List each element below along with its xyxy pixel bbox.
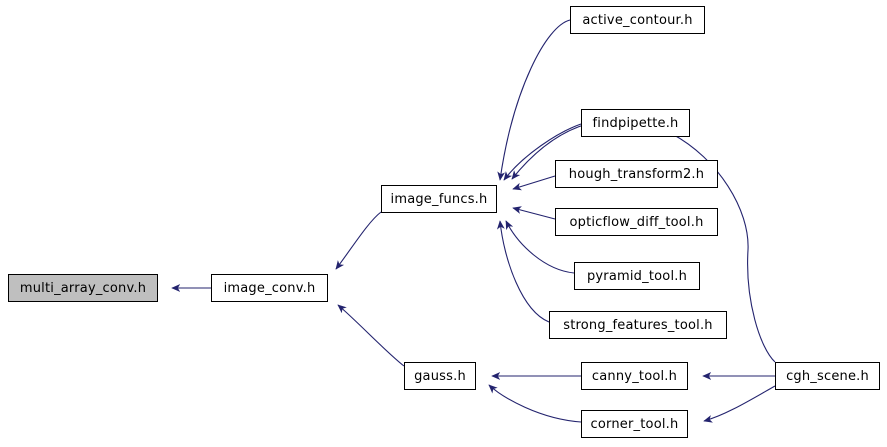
- graph-node-label: multi_array_conv.h: [19, 280, 147, 296]
- graph-node-findpipette[interactable]: findpipette.h: [581, 109, 690, 137]
- graph-edge-pyramid_tool-to-image_funcs: [505, 220, 575, 274]
- graph-node-image_conv[interactable]: image_conv.h: [211, 274, 328, 302]
- graph-node-multi_array_conv[interactable]: multi_array_conv.h: [8, 274, 158, 302]
- graph-node-gauss[interactable]: gauss.h: [404, 362, 476, 390]
- graph-node-pyramid_tool[interactable]: pyramid_tool.h: [574, 262, 700, 290]
- graph-node-label: pyramid_tool.h: [586, 268, 688, 284]
- graph-node-opticflow_diff_tool[interactable]: opticflow_diff_tool.h: [555, 208, 718, 236]
- graph-node-label: corner_tool.h: [590, 416, 679, 432]
- graph-node-label: cgh_scene.h: [786, 368, 869, 384]
- graph-node-active_contour[interactable]: active_contour.h: [570, 6, 705, 34]
- graph-edge-corner_tool-to-gauss: [488, 384, 582, 423]
- graph-node-image_funcs[interactable]: image_funcs.h: [381, 185, 497, 213]
- graph-edge-gauss-to-image_conv: [337, 304, 405, 367]
- graph-node-label: image_conv.h: [223, 280, 316, 296]
- graph-node-canny_tool[interactable]: canny_tool.h: [581, 362, 688, 390]
- graph-node-label: image_funcs.h: [390, 191, 488, 207]
- graph-node-label: opticflow_diff_tool.h: [569, 214, 704, 230]
- graph-node-label: active_contour.h: [582, 12, 693, 28]
- graph-node-corner_tool[interactable]: corner_tool.h: [581, 410, 688, 438]
- graph-node-strong_features_tool[interactable]: strong_features_tool.h: [549, 311, 727, 339]
- graph-node-label: findpipette.h: [592, 115, 679, 131]
- graph-edge-findpipette-to-image_funcs: [503, 123, 582, 181]
- graph-node-label: hough_transform2.h: [568, 166, 705, 182]
- graph-edge-active_contour-to-image_funcs: [497, 19, 571, 181]
- graph-node-label: canny_tool.h: [591, 368, 678, 384]
- graph-node-label: strong_features_tool.h: [563, 317, 713, 333]
- graph-node-label: gauss.h: [414, 368, 466, 384]
- graph-edge-image_funcs-to-image_conv: [335, 211, 382, 270]
- graph-edge-cgh_scene-to-corner_tool: [703, 385, 776, 423]
- graph-node-hough_transform2[interactable]: hough_transform2.h: [555, 160, 718, 188]
- graph-edge-opticflow_diff_tool-to-image_funcs: [512, 206, 556, 220]
- graph-edge-hough_transform2-to-image_funcs: [512, 175, 556, 191]
- graph-node-cgh_scene[interactable]: cgh_scene.h: [775, 362, 880, 390]
- graph-edge-strong_features_tool-to-image_funcs: [496, 220, 550, 323]
